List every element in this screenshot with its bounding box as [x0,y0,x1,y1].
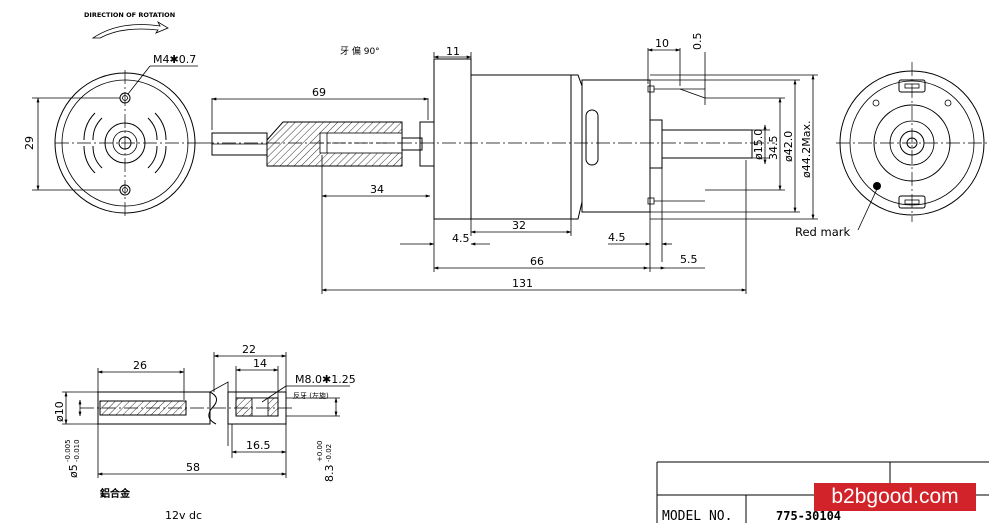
dim-phi-15: ø15.0 [752,129,765,160]
dim-0-5: 0.5 [691,33,704,51]
dim-29: 29 [23,136,36,150]
dim-131: 131 [512,277,533,290]
dim-14: 14 [253,357,267,370]
shaft-detail: 26 22 14 M8.0✱1.25 反牙 (左旋) ø10 ø5 -0.005… [53,343,356,500]
dim-5-5: 5.5 [680,253,698,266]
thread-note: 反牙 (左旋) [293,391,329,400]
dim-22: 22 [242,343,256,356]
dim-32: 32 [512,219,526,232]
rotation-label: DIRECTION OF ROTATION [84,11,175,19]
dim-11: 11 [446,45,460,58]
dim-phi-44-2: ø44.2Max. [800,121,813,178]
dim-26: 26 [133,359,147,372]
dim-phi-42: ø42.0 [782,131,795,162]
red-mark-dot [873,182,881,190]
dim-phi-10: ø10 [53,401,66,422]
dim-8-3-tol-dn: -0.02 [325,444,333,462]
dim-58: 58 [186,461,200,474]
model-no-label: MODEL NO. [662,509,732,523]
dim-16-5: 16.5 [246,439,271,452]
top-note: 牙 偏 90° [340,45,380,57]
title-block: MODEL NO. 775-30104 [656,461,989,523]
watermark-badge: b2bgood.com [814,483,976,511]
dim-phi-5: ø5 [67,464,80,478]
red-mark-label: Red mark [795,225,850,239]
dim-4-5-right: 4.5 [608,231,626,244]
dim-66: 66 [530,255,544,268]
dim-10: 10 [655,37,669,50]
material-label: 鋁合金 [99,487,131,500]
side-view: 69 11 10 0.5 34 32 4.5 4.5 66 [200,33,818,294]
dim-phi-5-tol-up: -0.005 [64,439,72,462]
dim-8-3-tol-up: +0.00 [316,441,324,462]
dim-34: 34 [370,183,384,196]
rotation-indicator: DIRECTION OF ROTATION [84,11,175,39]
dim-phi-5-tol-dn: -0.010 [73,439,81,462]
model-no-value: 775-30104 [776,509,841,523]
dim-8-3: 8.3 [323,465,336,483]
dim-4-5-left: 4.5 [452,232,470,245]
thread-m8-label: M8.0✱1.25 [295,373,356,386]
dim-69: 69 [312,86,326,99]
rear-end-view: Red mark [795,62,988,239]
thread-m4-label: M4✱0.7 [153,53,196,66]
dim-34-5: 34.5 [767,136,780,161]
front-end-view: M4✱0.7 29 [23,53,200,216]
rotation-arrow-icon [91,20,169,39]
voltage-label: 12v dc [165,509,202,522]
